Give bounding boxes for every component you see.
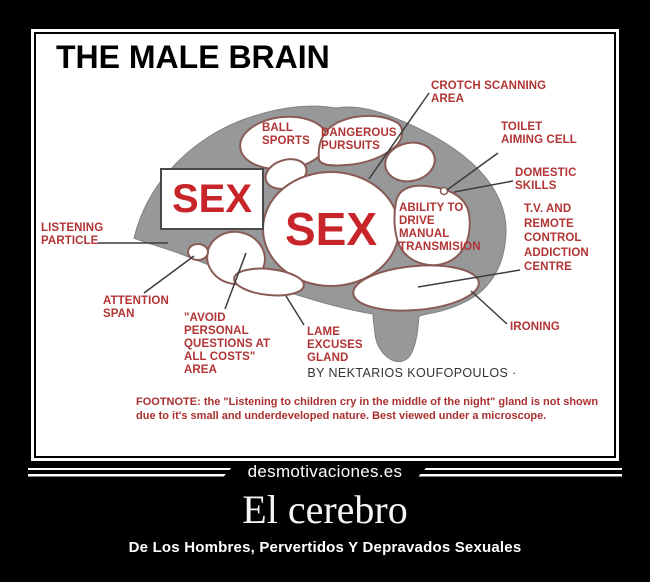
- region-tv-ironing-blob: [352, 264, 480, 312]
- label-toilet-aiming-cell: TOILET AIMING CELL: [501, 121, 577, 146]
- branding-line-left: [28, 468, 232, 477]
- label-avoid-personal-questions: "AVOID PERSONAL QUESTIONS AT ALL COSTS" …: [184, 312, 271, 376]
- pointer-line-tv: [417, 269, 521, 288]
- region-toilet-aiming-dot: [439, 186, 449, 196]
- label-ball-sports: BALL SPORTS: [262, 122, 310, 147]
- region-crotch-scanning-blob: [384, 141, 436, 183]
- poster-subtitle: De Los Hombres, Pervertidos Y Depravados…: [128, 539, 522, 556]
- poster-title: El cerebro: [242, 487, 408, 532]
- pointer-line-avoid: [224, 252, 247, 310]
- footnote-text: FOOTNOTE: the "Listening to children cry…: [136, 396, 599, 422]
- label-sex-box: SEX: [171, 176, 253, 221]
- meme-image: THE MALE BRAIN CROTCH SCANNING AREA TOIL…: [36, 34, 614, 456]
- label-tv-remote-addiction: T.V. AND REMOTE CONTROL ADDICTION CENTRE: [524, 203, 589, 273]
- label-domestic-skills: DOMESTIC SKILLS: [515, 167, 577, 192]
- site-name: desmotivaciones.es: [247, 462, 403, 481]
- pointer-line-toilet: [446, 152, 499, 191]
- label-crotch-scanning-area: CROTCH SCANNING AREA: [431, 80, 547, 105]
- label-ability-drive-manual: ABILITY TO DRIVE MANUAL TRANSMISION: [399, 202, 481, 253]
- label-ironing: IRONING: [510, 321, 560, 333]
- pointer-line-lame: [285, 295, 305, 326]
- label-dangerous-pursuits: DANGEROUS PURSUITS: [321, 127, 397, 152]
- meme-title: THE MALE BRAIN: [56, 39, 330, 75]
- region-ability-drive-blob: [393, 184, 471, 267]
- region-lame-excuses-blob: [233, 267, 305, 297]
- pointer-line-ironing: [470, 290, 508, 325]
- pointer-line-crotch: [368, 92, 430, 180]
- pointer-line-domestic: [453, 180, 514, 193]
- site-branding: desmotivaciones.es: [28, 462, 623, 482]
- label-attention-span: ATTENTION SPAN: [103, 295, 169, 320]
- meme-frame: THE MALE BRAIN CROTCH SCANNING AREA TOIL…: [31, 29, 619, 461]
- artist-credit: BY NEKTARIOS KOUFOPOULOS ·: [307, 366, 517, 380]
- region-sex-box: SEX: [160, 168, 264, 230]
- label-sex-main: SEX: [284, 203, 378, 255]
- label-listening-particle: LISTENING PARTICLE: [41, 222, 104, 247]
- region-sex-main-label: SEX: [263, 173, 399, 285]
- branding-line-right: [418, 467, 623, 477]
- pointer-line-attention: [143, 255, 195, 294]
- label-lame-excuses-gland: LAME EXCUSES GLAND: [307, 326, 363, 364]
